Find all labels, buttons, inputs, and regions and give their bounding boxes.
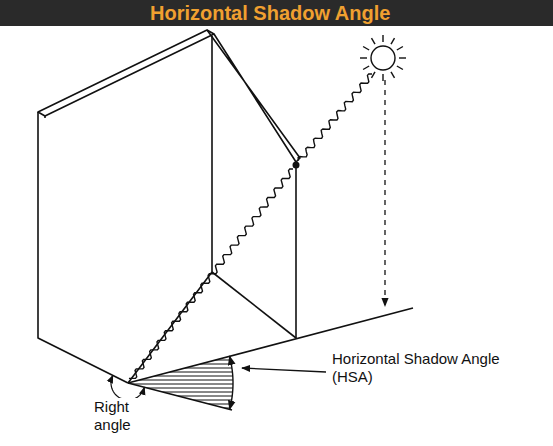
right-angle-arc — [111, 375, 144, 400]
return-wall-edge — [295, 162, 297, 338]
note-label: Right angle — [92, 398, 148, 434]
page-title: Horizontal Shadow Angle — [150, 1, 390, 25]
wall-edge — [44, 116, 46, 118]
return-wall-top — [207, 30, 300, 162]
return-wall-base — [212, 272, 296, 338]
sun-plumb-line — [384, 80, 385, 306]
hsa-arc — [230, 356, 233, 409]
wall-tip-dot — [293, 162, 300, 169]
sun-ray — [129, 169, 293, 378]
wall-top — [38, 30, 214, 116]
wall-face — [38, 112, 128, 383]
leader-arrow — [242, 368, 326, 372]
sun-symbol — [360, 35, 406, 81]
angle-label: Horizontal Shadow Angle (HSA) — [330, 350, 509, 386]
sun-ray — [298, 74, 372, 161]
